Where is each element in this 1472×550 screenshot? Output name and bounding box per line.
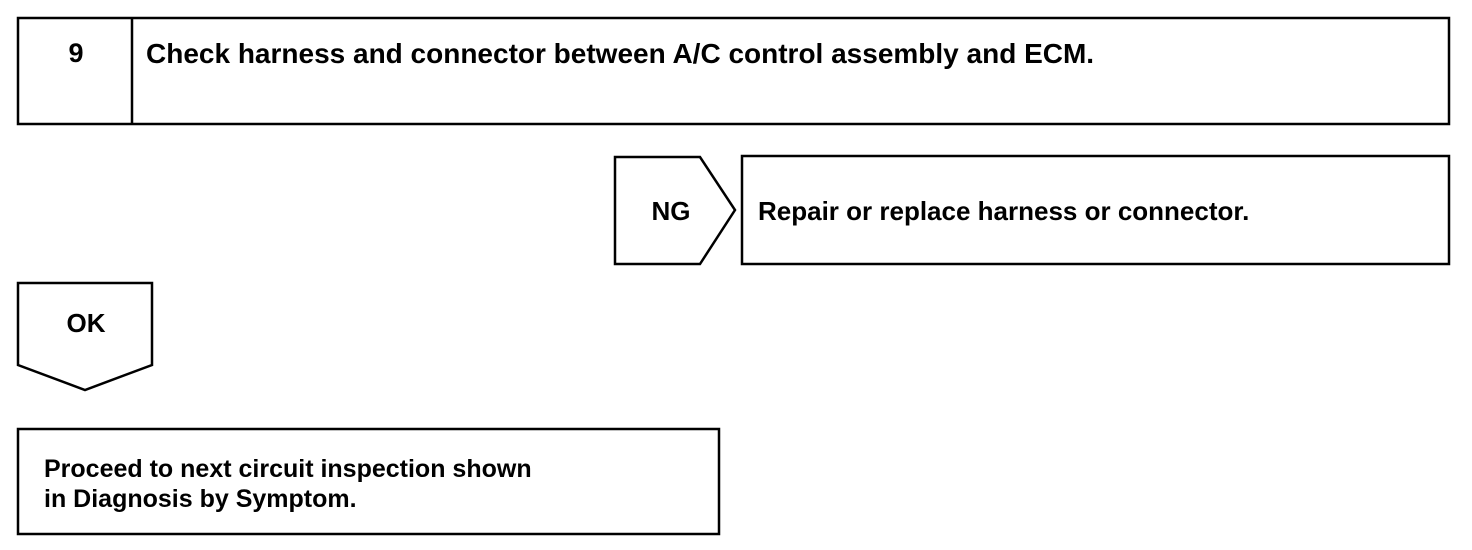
next-action-text: Proceed to next circuit inspection shown… xyxy=(44,454,704,514)
ng-label: NG xyxy=(651,196,691,226)
ok-tag-shape xyxy=(16,281,154,392)
next-action-box xyxy=(16,427,721,536)
next-action-line-1: Proceed to next circuit inspection shown xyxy=(44,455,532,483)
ng-tag-shape xyxy=(613,155,737,266)
ok-label: OK xyxy=(66,308,106,338)
step-number: 9 xyxy=(68,38,84,68)
step-title: Check harness and connector between A/C … xyxy=(146,38,1095,69)
next-action-line-2: in Diagnosis by Symptom. xyxy=(44,485,357,513)
ng-action-text: Repair or replace harness or connector. xyxy=(758,196,1250,226)
step-header-box xyxy=(16,16,1451,126)
ng-action-box xyxy=(740,154,1451,266)
